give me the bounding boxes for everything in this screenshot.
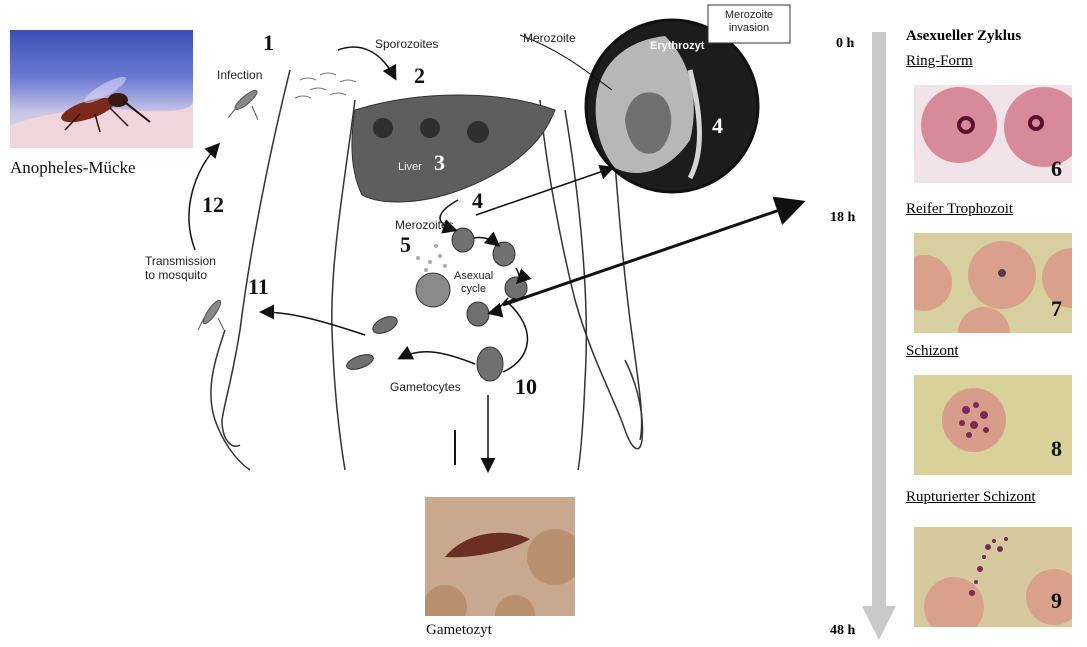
- number-4-merozoites: 4: [472, 188, 483, 214]
- stage-label-trophozoit: Reifer Trophozoit: [906, 201, 1013, 218]
- number-2: 2: [414, 63, 425, 89]
- label-asexual-line2: cycle: [461, 283, 486, 295]
- time-48h: 48 h: [830, 623, 855, 639]
- stage-photo-ruptured-schizont: [914, 527, 1072, 627]
- number-5: 5: [400, 232, 411, 258]
- time-18h: 18 h: [830, 210, 855, 226]
- label-infection: Infection: [217, 68, 262, 82]
- label-transmission-line2: to mosquito: [145, 268, 207, 282]
- label-merozoite-invasion: Merozoite invasion: [712, 9, 786, 35]
- number-1: 1: [263, 30, 274, 56]
- stage-photo-schizont: [914, 375, 1072, 475]
- liver-shape: [352, 95, 555, 202]
- stage-number-6: 6: [1051, 156, 1062, 182]
- gametozyt-photo: [425, 497, 575, 616]
- stage-number-8: 8: [1051, 436, 1062, 462]
- label-merozoite: Merozoite: [523, 31, 576, 45]
- gametozyt-caption: Gametozyt: [426, 622, 492, 639]
- stage-photo-ring: [914, 85, 1072, 183]
- number-12: 12: [202, 192, 224, 218]
- mosquito-transmission-icon: [198, 298, 224, 330]
- mosquito-infection-icon: [228, 88, 259, 120]
- stage-label-ring: Ring-Form: [906, 53, 973, 70]
- label-transmission: Transmission to mosquito: [145, 254, 216, 282]
- label-invasion-line2: invasion: [729, 22, 769, 34]
- stage-number-7: 7: [1051, 296, 1062, 322]
- number-10: 10: [515, 374, 537, 400]
- label-asexual-line1: Asexual: [454, 270, 493, 282]
- label-merozoites: Merozoites: [395, 218, 454, 232]
- stage-number-9: 9: [1051, 588, 1062, 614]
- timeline-title: Asexueller Zyklus: [906, 28, 1021, 45]
- number-11: 11: [248, 274, 269, 300]
- stage-label-schizont: Schizont: [906, 343, 959, 360]
- label-liver: Liver: [398, 161, 422, 173]
- label-sporozoites: Sporozoites: [375, 37, 438, 51]
- time-0h: 0 h: [836, 36, 854, 52]
- label-erythrozyt: Erythrozyt: [650, 40, 704, 52]
- label-asexual-cycle: Asexual cycle: [454, 270, 493, 296]
- number-4-invasion: 4: [712, 113, 723, 139]
- stage-label-ruptured-schizont: Rupturierter Schizont: [906, 489, 1036, 506]
- label-invasion-line1: Merozoite: [725, 9, 773, 21]
- number-3: 3: [434, 150, 445, 176]
- label-transmission-line1: Transmission: [145, 254, 216, 268]
- label-gametocytes: Gametocytes: [390, 380, 461, 394]
- stage-photo-trophozoit: [914, 233, 1072, 333]
